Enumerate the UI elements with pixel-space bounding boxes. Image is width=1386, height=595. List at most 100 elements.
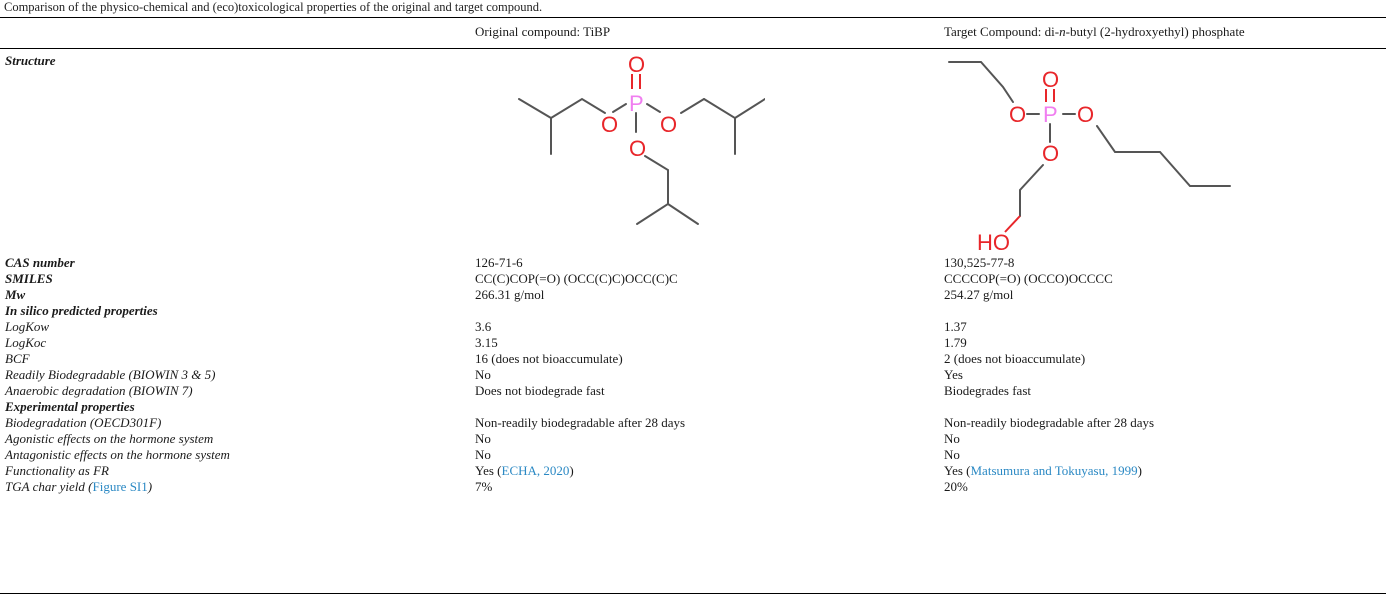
tibp-structure-drawing: O P O O O <box>518 54 765 225</box>
table-row: LogKoc 3.15 1.79 <box>0 335 1386 351</box>
table-row: CAS number 126-71-6 130,525-77-8 <box>0 255 1386 271</box>
target-bonds <box>948 61 1231 233</box>
row-label: Biodegradation (OECD301F) <box>5 415 162 430</box>
tibp-phosphorus: P <box>629 91 644 116</box>
target-oxygen-double: O <box>1042 67 1059 92</box>
row-value-original: 16 (does not bioaccumulate) <box>475 351 623 366</box>
column-header-original: Original compound: TiBP <box>475 24 611 39</box>
row-value-original: Yes (ECHA, 2020) <box>475 463 574 479</box>
top-rule <box>0 17 1386 18</box>
table-row-fr: Functionality as FR Yes (ECHA, 2020) Yes… <box>0 463 1386 479</box>
table-row-tga: TGA char yield (Figure SI1) 7% 20% <box>0 479 1386 495</box>
row-label: BCF <box>5 351 30 366</box>
table-caption: Comparison of the physico-chemical and (… <box>4 0 543 14</box>
reference-link-echa[interactable]: ECHA, 2020 <box>501 463 570 478</box>
target-bond-c-oh <box>1004 215 1021 233</box>
tibp-left-isobutyl-branch <box>518 98 552 155</box>
tibp-bottom-chain <box>636 155 669 225</box>
row-value-target: 20% <box>944 479 968 494</box>
fr-target-prefix: Yes ( <box>944 463 971 478</box>
row-value-target: Biodegrades fast <box>944 383 1032 398</box>
target-lower-butyl <box>1096 125 1231 187</box>
row-label: LogKow <box>5 319 50 334</box>
row-value-original: No <box>475 447 491 462</box>
table-row: Anaerobic degradation (BIOWIN 7) Does no… <box>0 383 1386 399</box>
row-value-target: CCCCOP(=O) (OCCO)OCCCC <box>944 271 1113 286</box>
table-row: BCF 16 (does not bioaccumulate) 2 (does … <box>0 351 1386 367</box>
row-value-original: 266.31 g/mol <box>475 287 545 302</box>
row-value-original: No <box>475 367 491 382</box>
row-label: Functionality as FR <box>5 463 109 478</box>
fr-original-suffix: ) <box>569 463 574 478</box>
row-value-original: No <box>475 431 491 446</box>
row-value-original: 7% <box>475 479 493 494</box>
reference-link-matsumura[interactable]: Matsumura and Tokuyasu, 1999 <box>970 463 1138 478</box>
tga-label-suffix: ) <box>147 479 153 494</box>
table-row: Biodegradation (OECD301F) Non-readily bi… <box>0 415 1386 431</box>
row-value-target: 1.79 <box>944 335 967 350</box>
header-rule <box>0 48 1386 49</box>
row-value-target: No <box>944 447 960 462</box>
row-value-original: Does not biodegrade fast <box>475 383 605 398</box>
tibp-bond-p-o3 <box>646 103 661 113</box>
row-value-target: 130,525-77-8 <box>944 255 1015 270</box>
tibp-structure: O P O O O <box>505 54 765 234</box>
row-label: Readily Biodegradable (BIOWIN 3 & 5) <box>5 367 216 382</box>
tibp-oxygen-double: O <box>628 54 645 77</box>
target-structure: O O P O O HO <box>945 50 1245 255</box>
tibp-right-ch2 <box>680 98 705 114</box>
target-header-suffix: -butyl (2-hydroxyethyl) phosphate <box>1065 24 1245 39</box>
structure-label: Structure <box>5 53 56 68</box>
tibp-bond-o1-p <box>612 103 627 113</box>
figure-link-si1[interactable]: Figure SI1 <box>92 479 148 494</box>
table-row: Antagonistic effects on the hormone syst… <box>0 447 1386 463</box>
tibp-right-isobutyl-branch <box>703 98 736 155</box>
table-row: SMILES CC(C)COP(=O) (OCC(C)C)OCC(C)C CCC… <box>0 271 1386 287</box>
row-value-target: No <box>944 431 960 446</box>
tibp-oxygen-left: O <box>601 112 618 137</box>
section-header-row: In silico predicted properties <box>0 303 1386 319</box>
row-value-original: 126-71-6 <box>475 255 523 270</box>
structure-row: Structure <box>0 53 1386 69</box>
row-value-target: Non-readily biodegradable after 28 days <box>944 415 1155 430</box>
table-row: Readily Biodegradable (BIOWIN 3 & 5) No … <box>0 367 1386 383</box>
row-label: Antagonistic effects on the hormone syst… <box>5 447 230 462</box>
row-value-original: 3.6 <box>475 319 492 334</box>
row-label: CAS number <box>5 255 75 270</box>
tibp-oxygen-right: O <box>660 112 677 137</box>
target-hydroxyl: HO <box>977 230 1010 255</box>
row-label: TGA char yield (Figure SI1) <box>5 479 152 495</box>
tga-label-prefix: TGA char yield ( <box>5 479 93 494</box>
row-value-target: 1.37 <box>944 319 967 334</box>
row-value-original: CC(C)COP(=O) (OCC(C)C)OCC(C)C <box>475 271 678 286</box>
section-header-label: In silico predicted properties <box>5 303 158 318</box>
row-value-target: Yes <box>944 367 963 382</box>
bottom-rule <box>0 593 1386 594</box>
table-row: Mw 266.31 g/mol 254.27 g/mol <box>0 287 1386 303</box>
target-oxygen-right: O <box>1077 102 1094 127</box>
tibp-left-chain <box>550 97 606 119</box>
target-header-prefix: Target Compound: di- <box>944 24 1060 39</box>
target-structure-drawing: O O P O O HO <box>948 61 1231 255</box>
tibp-bonds <box>518 74 765 225</box>
row-label: SMILES <box>5 271 53 286</box>
tibp-oxygen-bottom: O <box>629 136 646 161</box>
section-header-row: Experimental properties <box>0 399 1386 415</box>
column-header-target: Target Compound: di-n-butyl (2-hydroxyet… <box>944 24 1245 40</box>
section-header-label: Experimental properties <box>5 399 135 414</box>
row-label: Mw <box>5 287 26 302</box>
table-row: Agonistic effects on the hormone system … <box>0 431 1386 447</box>
target-upper-butyl <box>948 61 1014 103</box>
row-value-target: Yes (Matsumura and Tokuyasu, 1999) <box>944 463 1142 479</box>
row-value-original: 3.15 <box>475 335 498 350</box>
row-value-original: Non-readily biodegradable after 28 days <box>475 415 686 430</box>
table-row: LogKow 3.6 1.37 <box>0 319 1386 335</box>
target-oxygen-bottom: O <box>1042 141 1059 166</box>
target-oxygen-left: O <box>1009 102 1026 127</box>
row-label: Agonistic effects on the hormone system <box>5 431 214 446</box>
target-header-italic: n <box>1059 24 1066 39</box>
row-value-target: 2 (does not bioaccumulate) <box>944 351 1086 366</box>
row-label: LogKoc <box>5 335 47 350</box>
tibp-bottom-methyl <box>667 203 699 225</box>
row-value-target: 254.27 g/mol <box>944 287 1014 302</box>
